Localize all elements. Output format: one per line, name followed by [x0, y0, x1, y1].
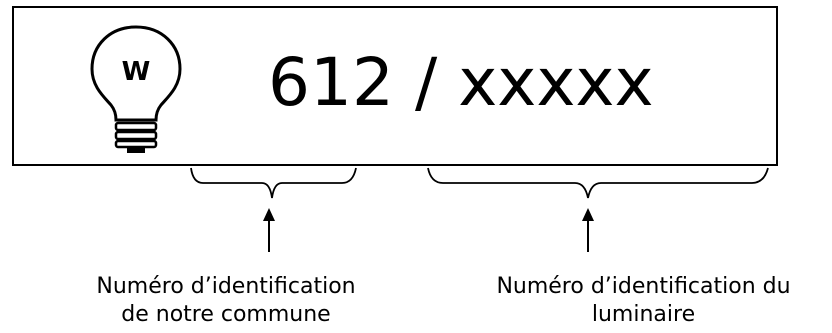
commune-caption-line1: Numéro d’identification — [96, 274, 356, 299]
luminaire-arrow-icon — [582, 208, 594, 252]
commune-brace-icon — [190, 167, 357, 199]
luminaire-brace-icon — [427, 167, 769, 199]
light-bulb-icon: W — [90, 25, 182, 153]
code-separator: / — [414, 44, 438, 121]
commune-caption: Numéro d’identification de notre commune — [60, 273, 392, 329]
commune-code: 612 — [268, 44, 394, 121]
commune-arrow-icon — [263, 208, 275, 252]
commune-caption-line2: de notre commune — [121, 302, 331, 327]
luminaire-caption: Numéro d’identification du luminaire — [455, 273, 832, 329]
identification-code: 612 / xxxxx — [268, 50, 654, 116]
luminaire-caption-line1: Numéro d’identification du — [496, 274, 791, 299]
luminaire-caption-line2: luminaire — [591, 302, 696, 327]
bulb-letter: W — [122, 57, 151, 87]
luminaire-code: xxxxx — [458, 44, 654, 121]
